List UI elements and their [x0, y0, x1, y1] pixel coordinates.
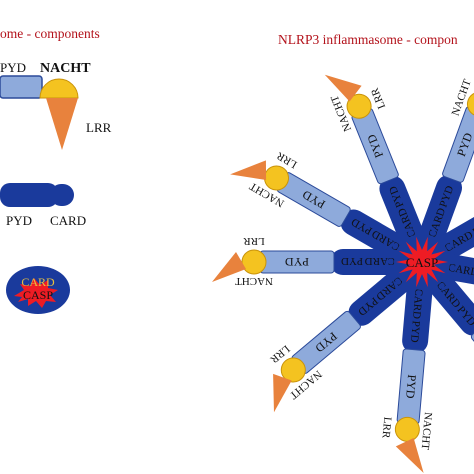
nlrp3-arm: PYD NACHT LRR	[212, 235, 335, 287]
legend-caspase-casp-label: CASP	[23, 288, 53, 302]
arm-lrr-label: LRR	[379, 416, 393, 439]
casp-burst	[396, 236, 448, 288]
ring-card-label: CARD	[447, 262, 474, 279]
nacht-domain	[394, 416, 420, 442]
legend-asc-card-label: CARD	[50, 213, 86, 228]
right-panel-title: NLRP3 inflammasome - compon	[278, 32, 458, 47]
asc-card-domain	[50, 184, 74, 206]
ring-card-label: CARD	[410, 288, 425, 320]
lrr-domain	[273, 373, 292, 413]
arm-pyd-label: PYD	[454, 131, 474, 159]
nlrp3-pyd-domain	[0, 75, 43, 99]
asc-pyd-domain	[0, 183, 58, 207]
nacht-domain	[346, 93, 372, 119]
arm-pyd-label: PYD	[285, 255, 309, 269]
arm-lrr-label: LRR	[243, 235, 265, 247]
nacht-domain	[280, 357, 306, 383]
legend-asc-pyd-label: PYD	[6, 213, 32, 228]
legend-nacht-label: NACHT	[40, 61, 91, 76]
asc-arm	[402, 269, 434, 354]
legend-nlrp3: NACHT PYD LRR	[0, 60, 112, 150]
nacht-domain	[264, 165, 290, 191]
nlrp3-nacht-domain	[39, 78, 79, 99]
nacht-domain	[466, 91, 474, 117]
legend-caspase: CARD CASP	[6, 266, 70, 314]
lrr-domain	[324, 74, 362, 102]
caspase-burst	[14, 278, 58, 308]
left-panel-title: ome - components	[0, 26, 100, 41]
lrr-domain	[212, 252, 246, 282]
lrr-domain	[395, 437, 424, 473]
legend-lrr-label: LRR	[86, 120, 112, 135]
ring-card-label: CARD	[365, 255, 396, 267]
arm-pyd-label: PYD	[403, 374, 419, 399]
arm-lrr-label: LRR	[369, 86, 388, 111]
legend-nlrp3-pyd-label: PYD	[0, 60, 26, 75]
ring-pyd-label: PYD	[341, 255, 363, 267]
asc-arm	[330, 249, 414, 275]
ring-pyd-label: PYD	[408, 320, 422, 343]
legend-asc: PYD CARD	[0, 183, 86, 228]
nlrp3-pyd-domain	[442, 106, 474, 183]
lrr-domain	[230, 160, 267, 181]
center-casp-label: CASP	[406, 255, 439, 270]
legend-caspase-card-label: CARD	[21, 275, 55, 289]
ring-pyd-label: PYD	[471, 217, 474, 238]
asc-pyd-domain	[402, 269, 434, 354]
inflammasome-assembly: PYDNACHTLRRPYDNACHTLRRPYDNACHTLRRPYDNACH…	[212, 74, 474, 473]
nlrp3-lrr-domain	[46, 98, 78, 150]
nacht-domain	[241, 249, 267, 275]
asc-pyd-domain	[330, 249, 414, 275]
arm-nacht-label: NACHT	[419, 412, 434, 451]
arm-nacht-label: NACHT	[235, 275, 273, 287]
